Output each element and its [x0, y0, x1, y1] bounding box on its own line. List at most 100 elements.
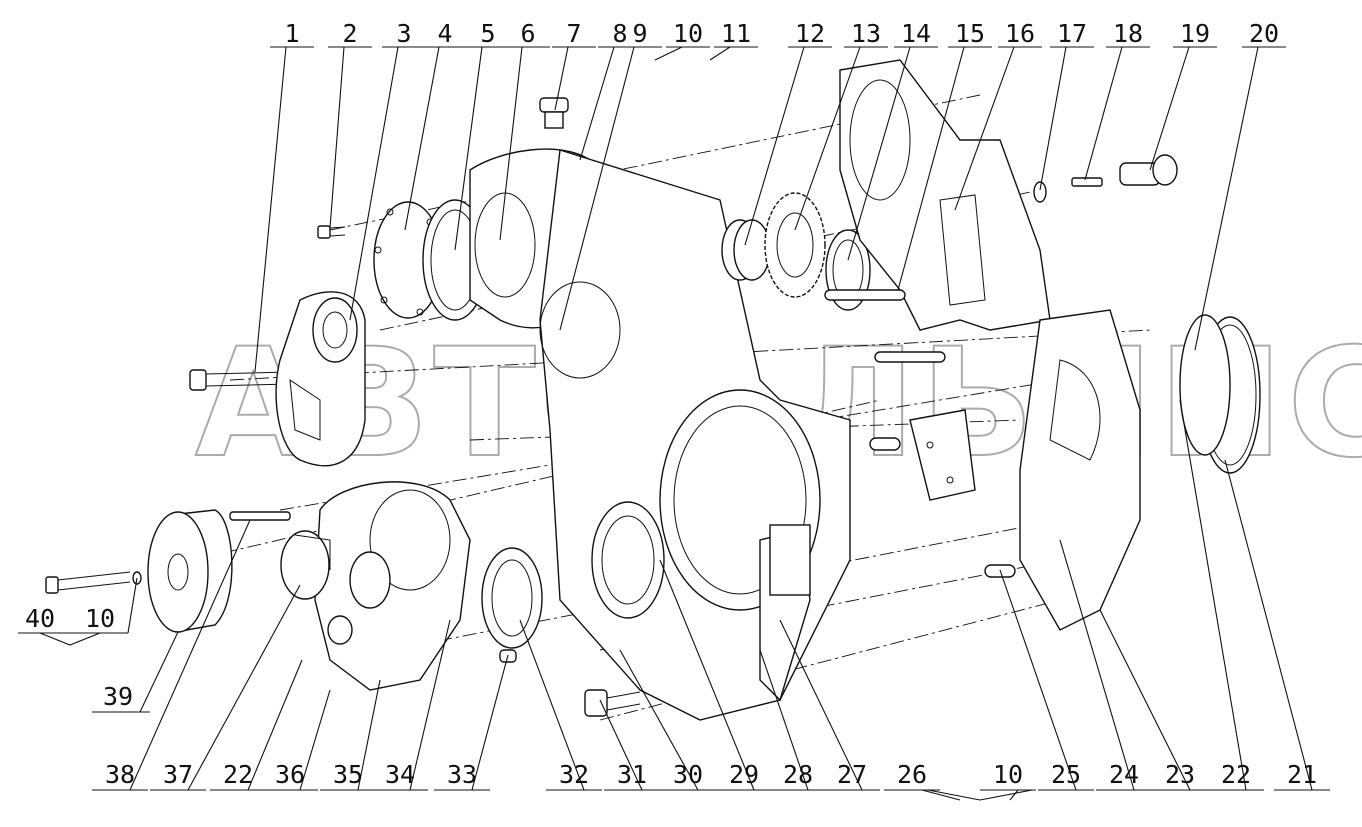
callout-label-bottom: 36	[275, 760, 305, 789]
callout-leader-bottom	[921, 789, 961, 801]
rear-plate-parts-15-16	[829, 59, 1051, 331]
callout-label-top: 8	[612, 19, 627, 48]
callout-leader-bottom	[999, 569, 1077, 791]
callout-label-top: 10	[673, 19, 703, 48]
callout-label-top: 19	[1180, 19, 1210, 48]
callout-leader-bottom	[129, 519, 251, 791]
callout-label-top: 20	[1249, 19, 1279, 48]
callout-leader-bottom	[1099, 609, 1191, 791]
callout-leader-top	[579, 46, 615, 161]
callout-leader-top	[254, 46, 287, 373]
callout-leader-top	[1149, 46, 1190, 171]
callout-label-bottom: 31	[617, 760, 647, 789]
callout-label-top: 6	[520, 19, 535, 48]
screw-part-2	[317, 225, 346, 239]
callout-label-bottom: 32	[559, 760, 589, 789]
callout-label-bottom: 34	[385, 760, 415, 789]
callout-leader-bottom	[1059, 539, 1135, 791]
callout-label-top: 11	[721, 19, 751, 48]
callout-leader-top	[559, 46, 635, 331]
callout-label-top: 12	[795, 19, 825, 48]
bolt-part-40	[45, 571, 142, 594]
callout-label-side: 39	[103, 682, 133, 711]
callout-leader-top	[454, 46, 483, 251]
callout-leader-bottom	[357, 679, 381, 791]
pulley-part-39	[147, 509, 233, 633]
callout-label-bottom: 22	[223, 760, 253, 789]
callout-leader-lines	[127, 46, 1313, 801]
callout-leader-bottom	[659, 559, 755, 791]
callout-label-bottom: 27	[837, 760, 867, 789]
callout-leader-bottom	[1224, 459, 1313, 791]
callout-group-tick	[927, 789, 1033, 801]
callout-leader-top	[1084, 46, 1123, 181]
callout-label-top: 15	[955, 19, 985, 48]
callout-leader-top	[499, 46, 523, 241]
callout-leader-top	[1039, 46, 1067, 191]
callout-label-side: 40	[25, 604, 55, 633]
callout-leader-top	[654, 46, 683, 61]
callout-label-top: 18	[1113, 19, 1143, 48]
callout-leader-top	[744, 46, 805, 246]
fasteners-parts-17-19	[1033, 154, 1178, 203]
callout-label-side: 10	[85, 604, 115, 633]
callout-label-top: 9	[632, 19, 647, 48]
callout-label-top: 1	[284, 19, 299, 48]
callout-label-bottom: 28	[783, 760, 813, 789]
callout-leader-side	[139, 631, 179, 713]
callout-leader-bottom	[409, 619, 451, 791]
callout-leader-bottom	[779, 619, 863, 791]
callout-leader-side	[127, 577, 138, 634]
callout-leader-bottom	[519, 619, 585, 791]
lower-bracket-parts-27-28	[759, 524, 811, 702]
callout-leader-top	[1194, 46, 1259, 351]
callout-label-bottom: 25	[1051, 760, 1081, 789]
callout-label-top: 3	[396, 19, 411, 48]
callout-label-top: 17	[1057, 19, 1087, 48]
callout-labels-side: 40 10 39	[18, 604, 150, 713]
callout-leader-top	[404, 46, 440, 231]
callout-leader-bottom	[759, 649, 809, 791]
callout-label-bottom: 26	[897, 760, 927, 789]
callout-leader-bottom	[299, 689, 331, 791]
callout-leader-top	[554, 46, 569, 111]
callout-leader-top	[897, 46, 965, 291]
callout-label-bottom: 37	[163, 760, 193, 789]
callout-leader-bottom	[187, 584, 301, 791]
callout-label-bottom: 23	[1165, 760, 1195, 789]
callout-label-bottom: 30	[673, 760, 703, 789]
front-cover-part-35	[314, 481, 471, 691]
callout-label-bottom: 35	[333, 760, 363, 789]
callout-leader-top	[709, 46, 731, 61]
callout-label-bottom: 33	[447, 760, 477, 789]
callout-label-top: 14	[901, 19, 931, 48]
callout-leader-top	[349, 46, 399, 321]
callout-label-top: 5	[480, 19, 495, 48]
callout-label-bottom: 38	[105, 760, 135, 789]
callout-leader-bottom	[1009, 789, 1019, 801]
callout-leader-bottom	[599, 699, 643, 791]
callout-group-tick-side	[39, 632, 101, 646]
cap-part-12	[721, 219, 771, 281]
callout-label-bottom: 29	[729, 760, 759, 789]
callout-label-top: 7	[566, 19, 581, 48]
callout-label-top: 16	[1005, 19, 1035, 48]
bracket-plate-part-24	[909, 409, 976, 501]
callout-leader-top	[954, 46, 1015, 211]
callout-leader-bottom	[619, 649, 699, 791]
callout-label-bottom: 24	[1109, 760, 1139, 789]
callout-label-top: 13	[851, 19, 881, 48]
callout-leader-top	[794, 46, 861, 231]
water-pump-part-3	[275, 291, 366, 467]
oil-seal-part-33	[481, 547, 543, 649]
callout-label-bottom: 21	[1287, 760, 1317, 789]
callout-leader-bottom	[247, 659, 303, 791]
callout-label-top: 4	[437, 19, 452, 48]
callout-label-top: 2	[342, 19, 357, 48]
callout-leader-bottom	[471, 654, 509, 791]
callout-leader-top	[329, 46, 345, 229]
callout-leader-top	[847, 46, 911, 261]
